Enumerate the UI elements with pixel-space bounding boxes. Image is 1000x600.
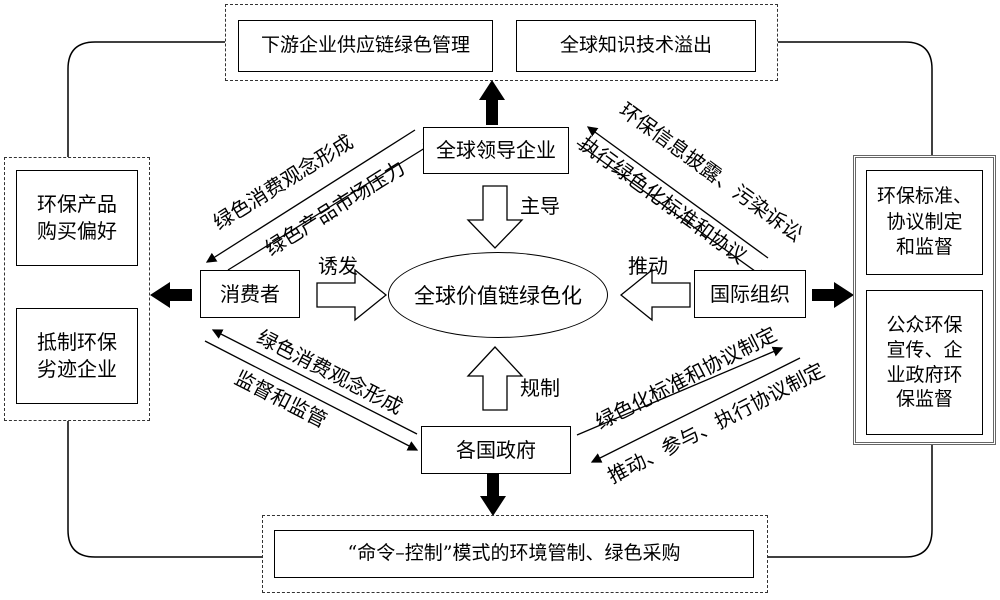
link-gov-to-consumer [211,329,418,435]
right-effect-standards: 环保标准、 协议制定 和监督 [866,170,983,275]
link-consumer-to-lead [227,142,435,271]
arrow-org-to-right [812,282,854,308]
link-consumer-to-gov [204,340,419,451]
node-consumer: 消费者 [200,270,300,318]
link-gov-to-org [576,346,784,436]
right-effect-publicity: 公众环保 宣传、企 业政府环 保监督 [866,290,983,435]
left-effect-preference: 环保产品 购买偏好 [16,170,138,266]
arrow-gov-to-bottom [480,474,506,516]
label-induce: 诱发 [318,254,358,278]
hollow-arrow-lead [466,185,524,249]
hollow-arrow-consumer [316,268,388,322]
label-promote: 推动 [628,254,668,278]
arrow-consumer-to-left [150,282,192,308]
link-lead-to-consumer [205,129,416,263]
bottom-effect-regulation: “命令–控制”模式的环境管制、绿色采购 [274,530,754,578]
left-effect-boycott: 抵制环保 劣迹企业 [16,308,138,404]
link-org-to-gov [590,357,801,463]
label-regulate: 规制 [520,376,560,400]
top-effect-knowledge-spillover: 全球知识技术溢出 [516,20,756,72]
node-international-org: 国际组织 [694,270,806,318]
node-center-gvc-greening: 全球价值链绿色化 [388,252,608,338]
node-government: 各国政府 [421,426,571,474]
hollow-arrow-org [619,268,691,322]
outer-loop [67,41,933,558]
label-lead: 主导 [520,194,560,218]
link-lead-to-org [576,142,768,280]
link-org-to-lead [586,126,769,259]
hollow-arrow-gov [466,346,524,411]
top-effect-supply-chain: 下游企业供应链绿色管理 [238,20,493,72]
node-global-lead-enterprise: 全球领导企业 [423,127,569,174]
arrow-lead-to-top [479,80,505,125]
